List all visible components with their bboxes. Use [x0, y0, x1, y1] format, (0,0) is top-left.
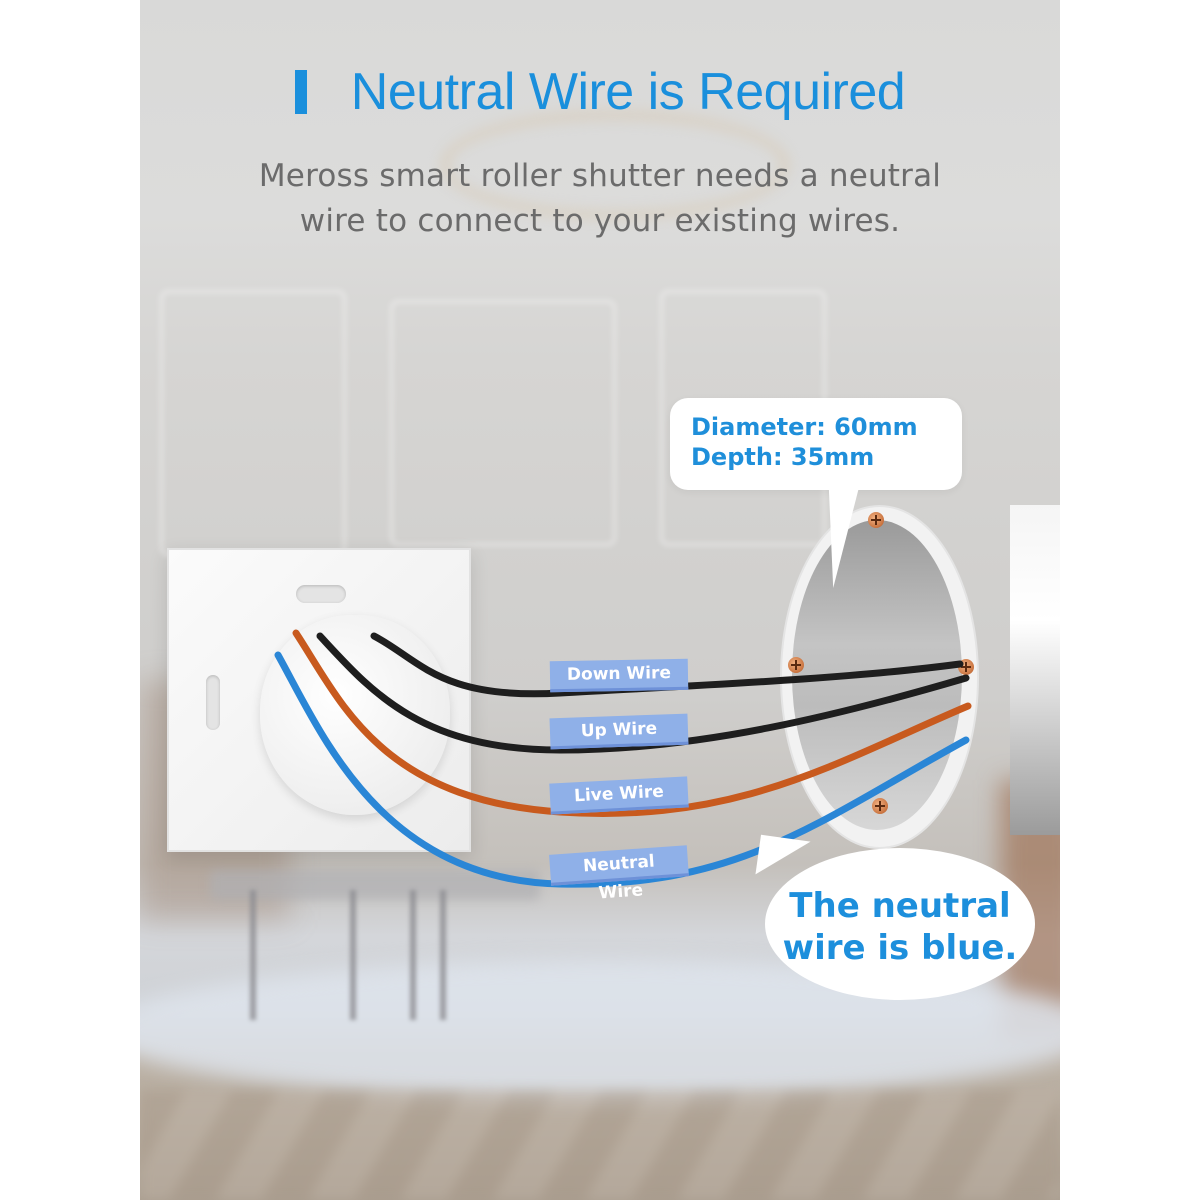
neutral-callout	[765, 848, 1035, 1000]
diameter-spec: Diameter: 60mm	[691, 413, 918, 441]
neutral-callout-line-1: The neutral	[789, 886, 1011, 926]
subtitle: Meross smart roller shutter needs a neut…	[140, 154, 1060, 244]
neutral-callout-text: The neutral wire is blue.	[770, 885, 1030, 969]
neutral-callout-line-2: wire is blue.	[782, 928, 1018, 968]
up-wire	[316, 632, 970, 754]
screw-icon	[872, 798, 888, 814]
table-leg	[440, 890, 446, 1020]
conduit-pipe	[1010, 505, 1060, 835]
dimensions-callout	[670, 398, 962, 490]
screw-icon	[788, 657, 804, 673]
title-text: Neutral Wire is Required	[350, 63, 906, 121]
dimensions-text: Diameter: 60mm Depth: 35mm	[691, 412, 918, 472]
chandelier-blur	[440, 110, 790, 220]
wall-molding	[390, 300, 616, 546]
subtitle-line-2: wire to connect to your existing wires.	[299, 203, 901, 239]
table-leg	[350, 890, 356, 1020]
floor-blur	[140, 1090, 1060, 1200]
mounting-slot	[206, 675, 220, 730]
subtitle-line-1: Meross smart roller shutter needs a neut…	[258, 158, 942, 194]
title-accent-bar	[294, 70, 307, 114]
table-leg	[250, 890, 256, 1020]
title-row: Neutral Wire is Required	[140, 62, 1060, 122]
depth-spec: Depth: 35mm	[691, 443, 875, 471]
table-leg	[410, 890, 416, 1020]
wires-diagram	[274, 629, 972, 888]
page-title: Neutral Wire is Required	[294, 62, 906, 122]
product-image-panel: Neutral Wire is Required Meross smart ro…	[140, 0, 1060, 1200]
mounting-slot	[296, 585, 346, 603]
screw-icon	[868, 512, 884, 528]
wire-label-up: Up Wire	[549, 713, 689, 750]
wire-label-down: Down Wire	[549, 658, 689, 693]
